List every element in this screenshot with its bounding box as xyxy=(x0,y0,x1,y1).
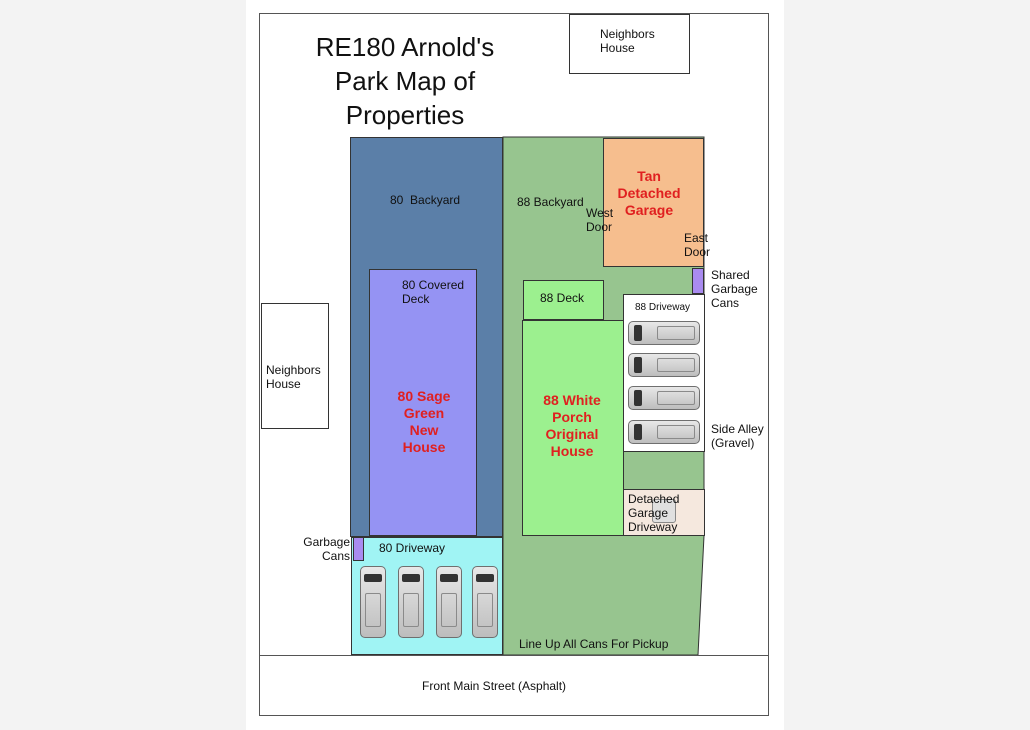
lot-80-house-label: 80 Sage Green New House xyxy=(397,388,451,455)
side-alley-label: Side Alley (Gravel) xyxy=(711,422,764,450)
shared-garbage-label: Shared Garbage Cans xyxy=(711,268,758,310)
lot-88-deck xyxy=(523,280,604,320)
east-door-label: East Door xyxy=(684,231,711,259)
lot-88-house xyxy=(522,320,624,536)
title-line-1: RE180 Arnold's xyxy=(315,32,495,62)
neighbors-house-left xyxy=(261,303,329,429)
lot-80-garbage-cans xyxy=(353,537,364,561)
line-up-cans-label: Line Up All Cans For Pickup xyxy=(519,637,669,651)
shared-garbage-cans xyxy=(692,268,704,294)
front-main-street xyxy=(259,655,769,656)
title-line-3: Properties xyxy=(345,100,465,130)
lot-88-backyard-label: 88 Backyard xyxy=(517,195,584,209)
car-88-3 xyxy=(628,386,700,410)
garage-driveway-label: Detached Garage Driveway xyxy=(628,492,680,534)
car-80-2 xyxy=(398,566,424,638)
lot-88-house-label: 88 White Porch Original House xyxy=(543,392,601,459)
street-label: Front Main Street (Asphalt) xyxy=(422,679,567,693)
lot-80-backyard-label: 80 Backyard xyxy=(390,193,461,207)
map-title: RE180 Arnold's Park Map of Properties xyxy=(300,30,510,132)
lot-80-covered-deck-label: 80 Covered Deck xyxy=(402,278,465,306)
car-80-1 xyxy=(360,566,386,638)
garage-label: Tan Detached Garage xyxy=(617,168,681,218)
lot-88-deck-label: 88 Deck xyxy=(540,291,585,305)
lot-80-house xyxy=(369,269,477,536)
car-88-2 xyxy=(628,353,700,377)
neighbors-house-top xyxy=(569,14,690,74)
car-80-3 xyxy=(436,566,462,638)
lot-88-driveway-label: 88 Driveway xyxy=(635,302,691,313)
car-80-4 xyxy=(472,566,498,638)
tan-detached-garage xyxy=(603,138,704,267)
west-door-label: West Door xyxy=(586,206,614,234)
lot-80-garbage-label: Garbage Cans xyxy=(303,535,350,563)
garage-driveway-car xyxy=(652,499,676,523)
car-88-4 xyxy=(628,420,700,444)
lot-80-driveway-label: 80 Driveway xyxy=(379,541,446,555)
title-line-2: Park Map of xyxy=(334,66,476,96)
car-88-1 xyxy=(628,321,700,345)
neighbors-house-left-label: Neighbors House xyxy=(266,363,321,391)
neighbors-house-top-label: Neighbors House xyxy=(600,27,655,55)
